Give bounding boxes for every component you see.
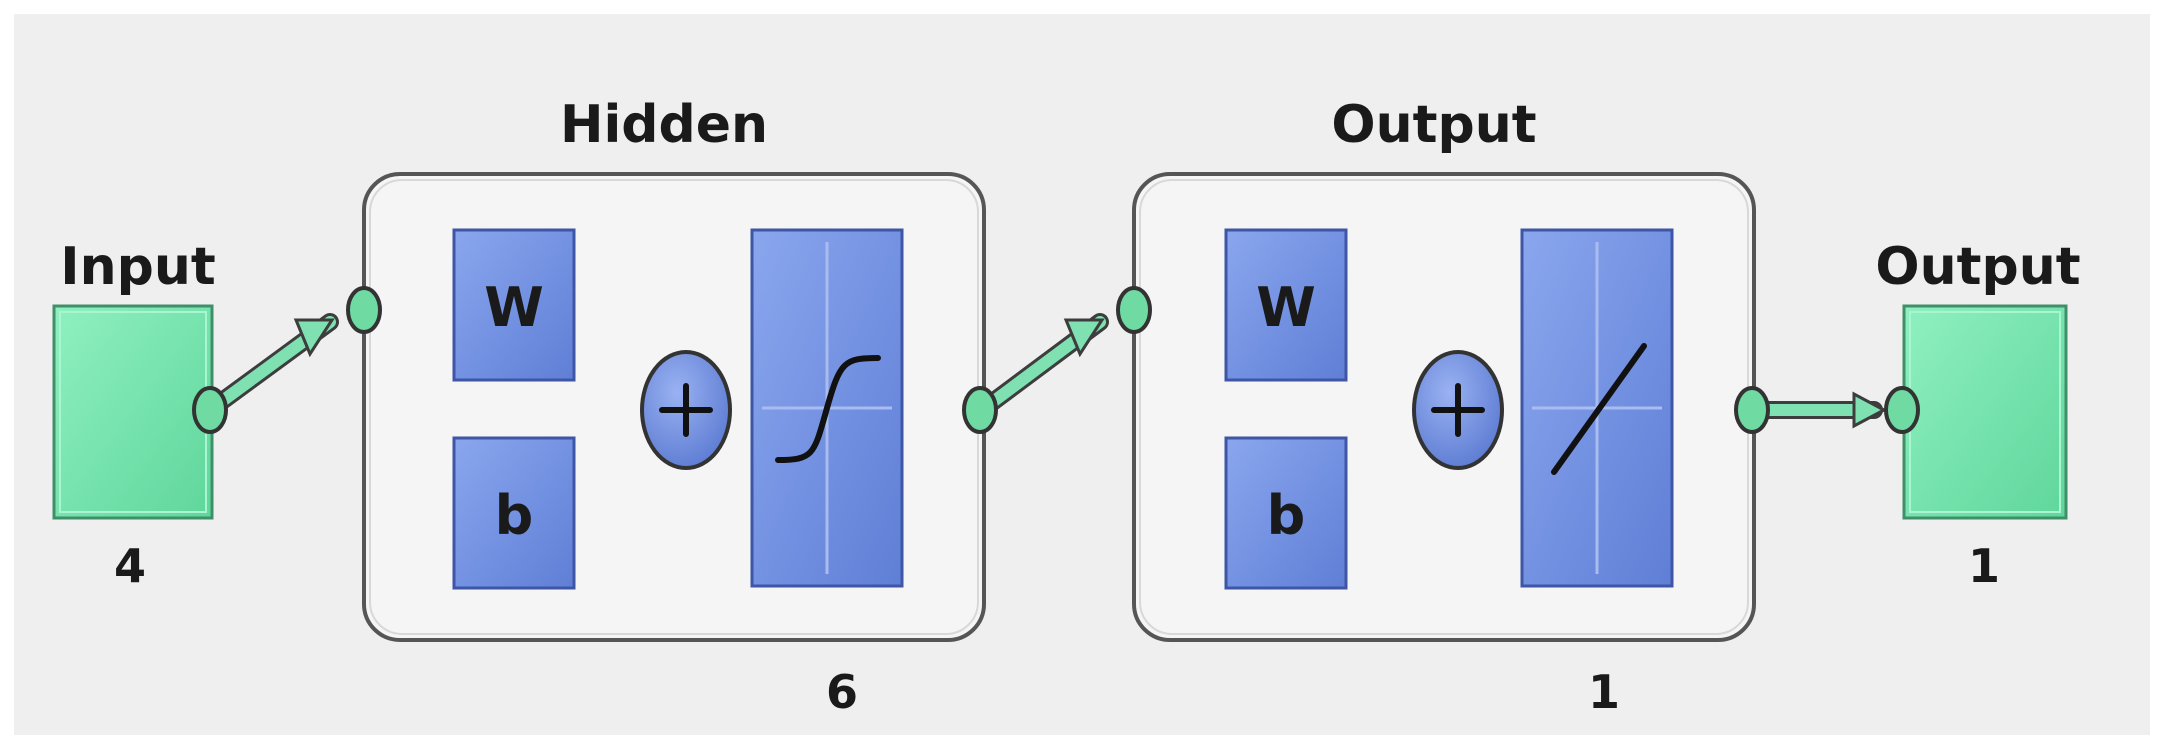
port-icon <box>1116 286 1152 334</box>
port-icon <box>346 286 382 334</box>
output-transfer-block <box>1520 228 1674 588</box>
arrow-icon <box>1852 391 1888 429</box>
output-sum-node <box>1412 350 1504 470</box>
output-layer-size: 1 <box>1588 665 1620 719</box>
port-icon <box>1734 386 1770 434</box>
diagram-canvas: Input 4 Hidden W b 6 Output <box>14 14 2150 735</box>
output-weight-label: W <box>1256 276 1316 339</box>
hidden-layer: Hidden W b 6 <box>362 95 986 719</box>
hidden-transfer-block <box>750 228 904 588</box>
output-layer-title: Output <box>1331 95 1536 155</box>
input-node: Input 4 <box>52 237 216 593</box>
hidden-bias-label: b <box>495 484 534 547</box>
hidden-bias-block: b <box>452 436 576 590</box>
hidden-sum-node <box>640 350 732 470</box>
port-nodes <box>192 286 1920 434</box>
output-bias-label: b <box>1267 484 1306 547</box>
output-bias-block: b <box>1224 436 1348 590</box>
arrow-icon <box>1063 318 1105 358</box>
plus-icon <box>659 383 713 437</box>
output-node: Output 1 <box>1875 237 2080 593</box>
port-icon <box>192 386 228 434</box>
hidden-layer-title: Hidden <box>560 95 768 155</box>
output-title: Output <box>1875 237 2080 297</box>
hidden-weight-block: W <box>452 228 576 382</box>
hidden-weight-label: W <box>484 276 544 339</box>
arrow-icon <box>293 318 335 358</box>
hidden-layer-size: 6 <box>826 665 858 719</box>
linear-icon <box>1551 343 1647 475</box>
network-diagram: Input 4 Hidden W b 6 Output <box>52 95 2081 719</box>
plus-icon <box>1431 383 1485 437</box>
sigmoid-icon <box>775 355 881 463</box>
port-icon <box>962 386 998 434</box>
output-weight-block: W <box>1224 228 1348 382</box>
input-title: Input <box>60 237 215 297</box>
output-layer: Output W b 1 <box>1132 95 1756 719</box>
port-icon <box>1884 386 1920 434</box>
input-size: 4 <box>114 539 146 593</box>
output-size: 1 <box>1968 539 2000 593</box>
